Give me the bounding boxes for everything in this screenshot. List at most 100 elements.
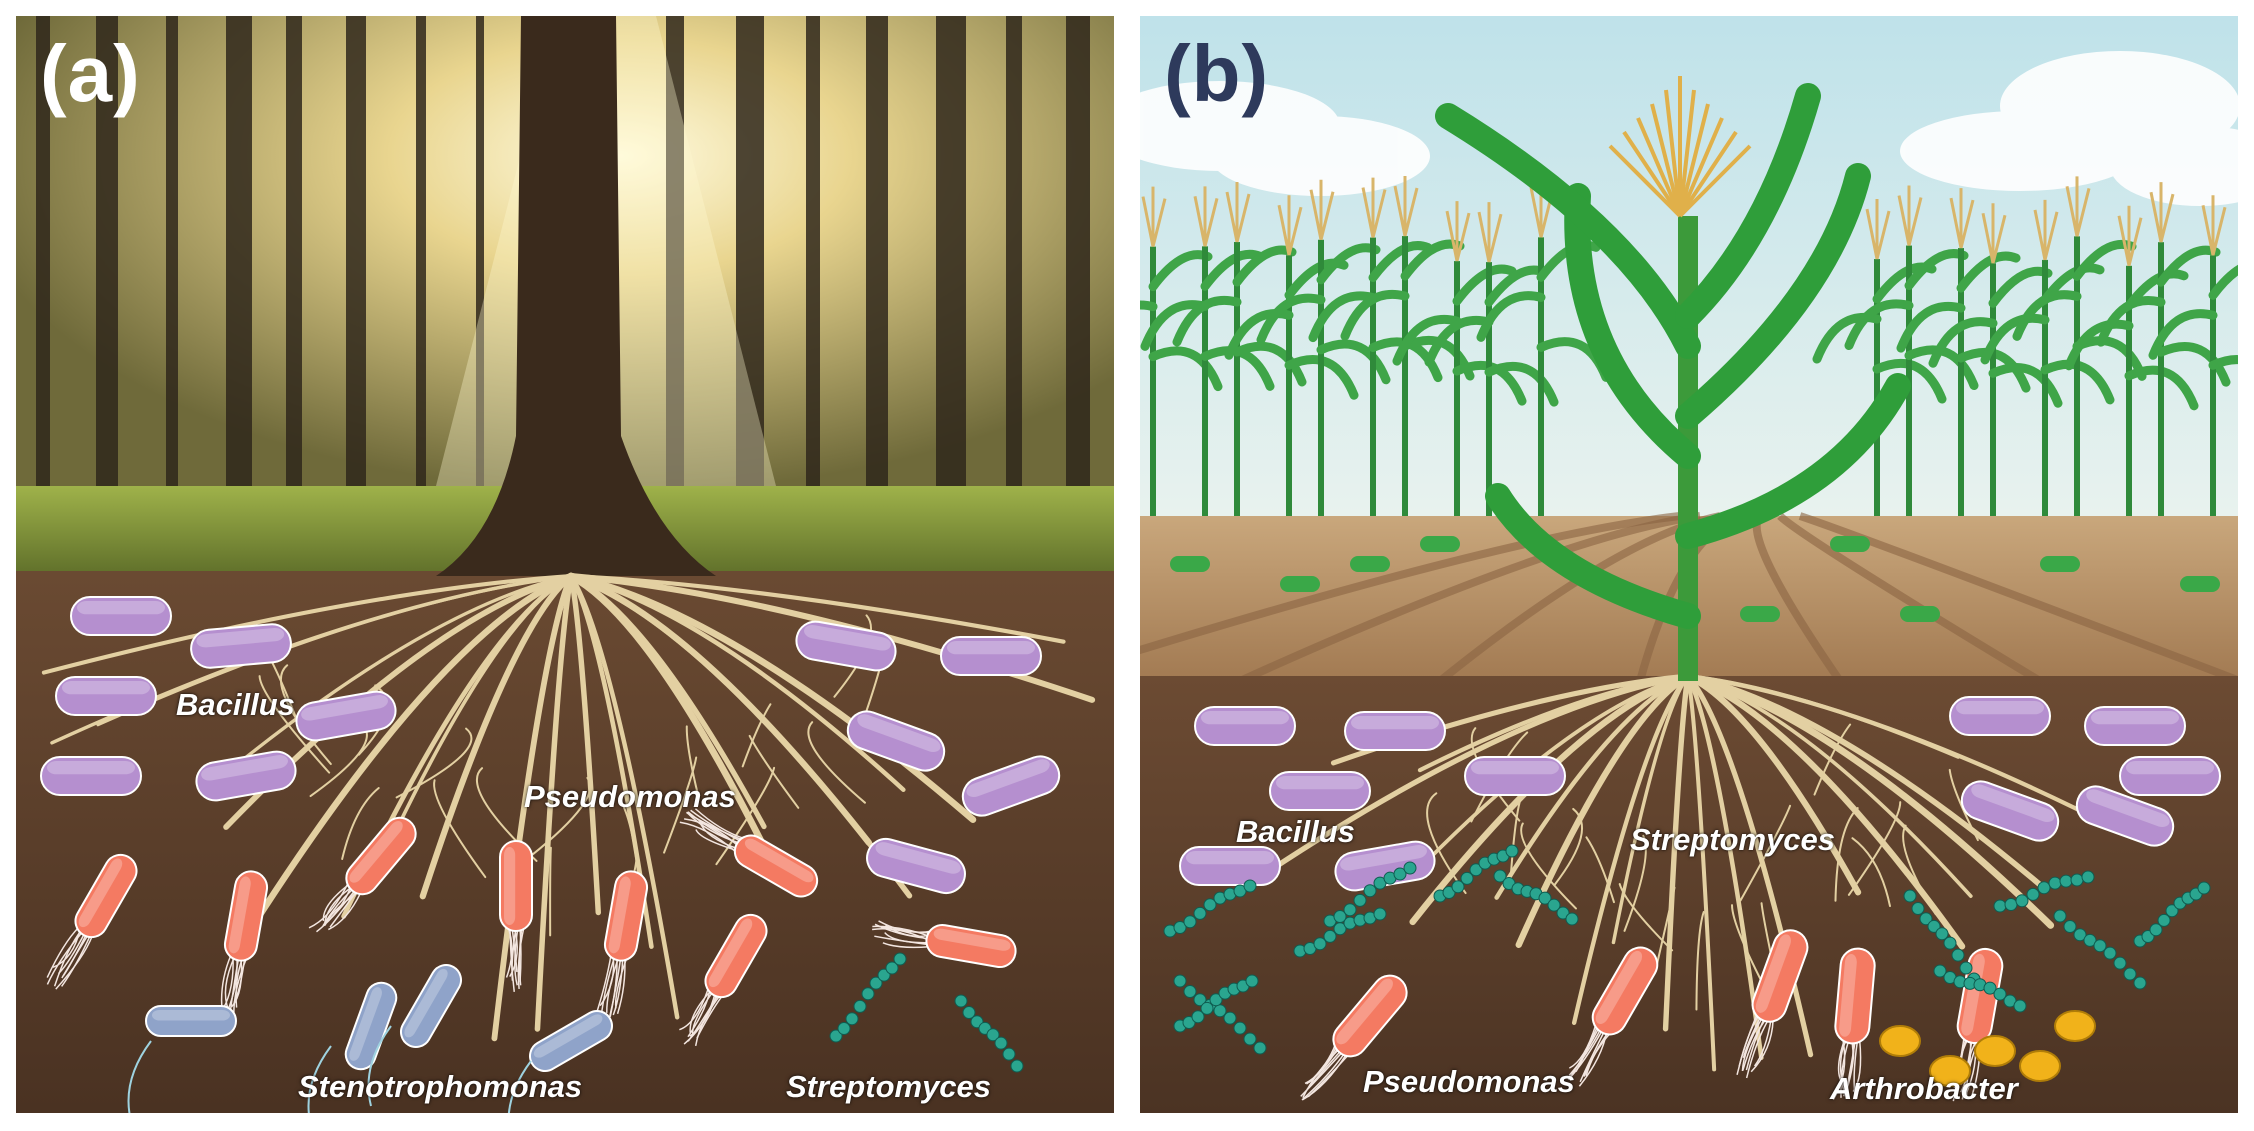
streptomyces-chain [1493,869,1579,926]
root-branch [567,572,872,846]
field-microbe [1280,576,1320,592]
root-branch [1553,807,1583,887]
corn-leaf [1485,483,1701,629]
corn-leaf [1675,373,1911,549]
corn-tassel [1393,176,1419,237]
corn-rows [1140,176,2238,527]
tree-trunk [96,16,118,516]
root-branch [341,787,380,861]
tree-trunk [226,16,252,516]
root-branch [568,573,654,949]
root-branch [1684,672,1966,950]
root-branch [1851,837,1891,908]
tree-trunk [736,16,764,516]
bacillus-cell [55,676,157,716]
tree-trunk [936,16,966,516]
bacteria-cells [40,596,1061,1113]
corn-tassel [1445,201,1471,262]
pseudomonas-cell [872,920,1017,969]
corn-tassel [1897,185,1923,246]
root-branch [1571,673,1691,1026]
root-branch [395,727,473,799]
root-branch [1618,883,1674,952]
corn-stalk [1402,236,1408,526]
corn-tassel [2201,195,2227,256]
corn-tassel [1225,182,1251,243]
root-branch [1685,673,1717,1072]
panel-a-forest: (a) Bacillus Pseudomonas Stenotrophomona… [16,16,1114,1113]
corn-stalk [2126,265,2132,526]
corn-tassel [2117,205,2143,267]
arthrobacter-cell [1974,1035,2016,1067]
field-microbe [1830,536,1870,552]
label-pseudomonas: Pseudomonas [524,779,736,814]
root-branch [534,573,574,1032]
root-branch [1685,673,2127,835]
corn-leaf [1675,163,1871,429]
root-branch [568,573,602,916]
corn-tassel [1193,186,1219,247]
corn-tassel [1608,144,1682,218]
corn-tassel [1949,188,1975,249]
forest-illustration [16,16,1114,1113]
root-branch [419,572,575,900]
corn-stalk [1370,237,1376,526]
bacillus-cell [1960,780,2060,842]
tree-trunk [166,16,178,516]
root-branch [1684,672,1862,896]
corn-stalk [1150,246,1156,527]
furrow [1140,512,1681,655]
root-branch [1847,801,1902,896]
bacillus-cell [1179,846,1281,886]
stenotrophomonas-cell [400,964,462,1048]
furrow [1238,512,1701,685]
corn-tassel [1678,103,1710,217]
tree-trunk [346,16,366,516]
root-branch [1520,822,1577,910]
tree-trunk [806,16,820,516]
corn-tassel [1650,103,1682,217]
root-branch [1695,911,1705,1011]
root-branch [1739,804,1792,902]
corn-tassel [2065,176,2091,237]
furrow [1798,512,2238,685]
field-microbe [1900,606,1940,622]
bacteria-cells [1163,696,2221,1102]
root-branch [1684,672,2055,929]
root-branch [568,573,767,830]
corn-stalk [2074,236,2080,526]
field-microbe [1350,556,1390,572]
label-bacillus: Bacillus [176,687,295,722]
corn-tassel [1277,195,1303,256]
streptomyces-chain [1293,907,1387,958]
panel-label-b: (b) [1164,29,1270,118]
tree-trunk [416,16,426,516]
root-branch [41,573,574,675]
field-microbe [1420,536,1460,552]
corn-stalk [1202,246,1208,526]
corn-stalk [1234,242,1240,526]
root-branch [1662,673,1691,1032]
root-branch [741,703,772,768]
root-branch [663,756,698,854]
streptomyces-chain [829,952,907,1043]
corn-leaf [1435,103,1701,359]
corn-stalk [1318,239,1324,526]
root-branch [618,797,640,877]
corn-tassel [1141,186,1167,247]
panel-b-cornfield: (b) Bacillus Streptomyces Pseudomonas Ar… [1140,16,2238,1113]
stenotrophomonas-cell [344,981,398,1071]
root-branch [1409,672,1692,926]
panel-label-a: (a) [40,29,141,118]
root-branch [1685,673,1764,1061]
root-branch [1515,672,1692,949]
root-branch [529,776,592,858]
field-microbe [1740,606,1780,622]
label-bacillus: Bacillus [1236,814,1355,849]
corn-stalk [1990,263,1996,526]
pseudomonas-cell [1832,947,1876,1100]
bacillus-cell [40,756,142,796]
corn-tassel [2033,199,2059,261]
corn-leaf [1896,251,2031,393]
streptomyces-chain [1993,870,2095,913]
